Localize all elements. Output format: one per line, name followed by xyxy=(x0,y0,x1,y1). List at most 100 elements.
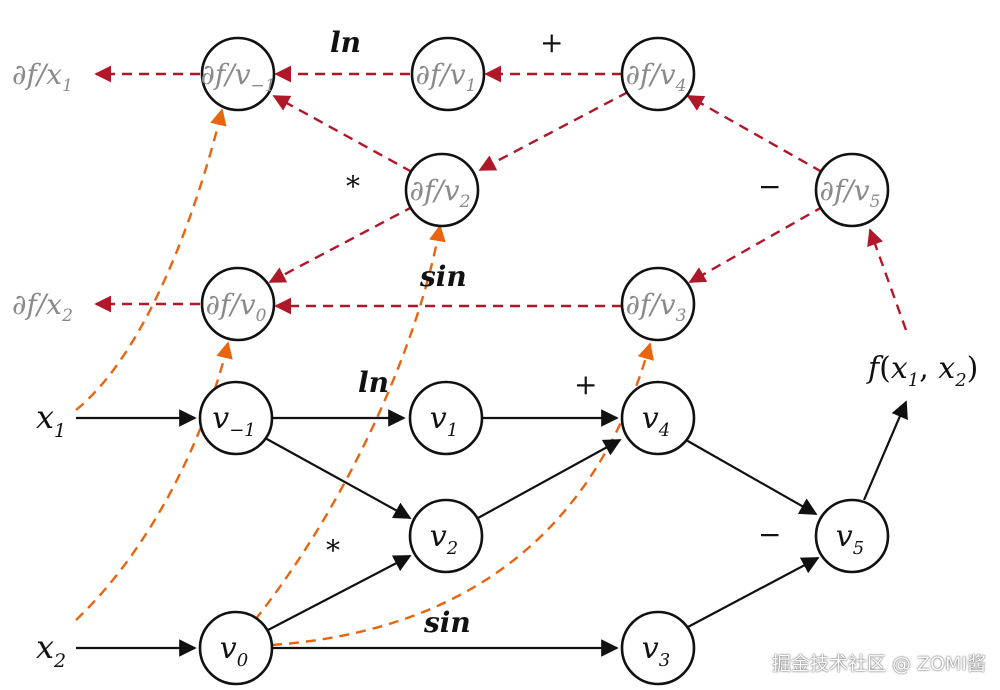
grad-label-v2: ∂f/v xyxy=(410,174,460,207)
grad-sub-v2: 2 xyxy=(459,192,471,212)
svg-text:∂f/v−1: ∂f/v−1 xyxy=(200,58,275,96)
grad-node-v3: ∂f/v3 xyxy=(620,266,696,342)
input-x1-sub: 1 xyxy=(54,420,66,442)
output-grad-x1-text: ∂f/x xyxy=(12,58,62,91)
svg-text:∂f/v1: ∂f/v1 xyxy=(416,58,477,96)
grad-label-v3: ∂f/v xyxy=(626,288,676,321)
node-vm1: v−1 xyxy=(198,380,274,456)
operation-labels: ln + * − sin ln + * − sin xyxy=(326,26,781,639)
output-grad-x2-sub: 2 xyxy=(61,306,73,326)
forward-nodes: v−1 v0 v1 v2 v3 v4 v5 xyxy=(198,380,890,686)
grad-flow-x1-to-gm1 xyxy=(75,108,227,411)
output-grad-x2-text: ∂f/x xyxy=(12,288,62,321)
bwd-edge-g2-g0 xyxy=(268,204,415,284)
svg-text:∂f/v4: ∂f/v4 xyxy=(626,58,687,96)
node-sub-v0: 0 xyxy=(237,650,248,671)
node-sub-vm1: −1 xyxy=(229,420,256,441)
input-x2-sub: 2 xyxy=(53,650,66,672)
input-x2: x2 xyxy=(36,628,66,672)
bwd-edge-g4-g2 xyxy=(478,90,629,172)
fwd-edge-v3-v5 xyxy=(685,557,820,629)
grad-node-v4: ∂f/v4 xyxy=(620,36,696,112)
svg-text:v4: v4 xyxy=(642,401,670,441)
fwd-edge-v5-f xyxy=(862,400,908,501)
grad-label-v5: ∂f/v xyxy=(820,174,870,207)
io-labels: x1 x2 ∂f/x1 ∂f/x2 f(x1, x2) xyxy=(12,58,978,672)
bwd-edge-g2-gm1 xyxy=(272,94,413,174)
node-label-v2: v xyxy=(430,519,447,554)
fwd-edge-v0-v2 xyxy=(267,555,412,631)
op-label-fwd-plus: + xyxy=(574,368,597,401)
svg-text:v1: v1 xyxy=(430,401,458,441)
grad-node-v0: ∂f/v0 xyxy=(200,266,276,342)
node-v2: v2 xyxy=(408,498,484,574)
grad-sub-v4: 4 xyxy=(675,76,687,96)
input-x1-base: x xyxy=(36,398,54,436)
op-label-fwd-minus: − xyxy=(758,518,781,551)
svg-text:∂f/v3: ∂f/v3 xyxy=(626,288,687,326)
op-label-bwd-minus: − xyxy=(758,170,781,203)
bwd-edge-g5-g3 xyxy=(688,204,825,284)
function-label: f(x1, x2) xyxy=(866,351,978,391)
node-sub-v1: 1 xyxy=(447,420,458,441)
node-label-v5: v xyxy=(836,519,853,554)
svg-text:∂f/v2: ∂f/v2 xyxy=(410,174,471,212)
grad-sub-v3: 3 xyxy=(676,306,687,326)
backward-edges xyxy=(94,65,908,331)
node-label-v1: v xyxy=(430,401,447,436)
grad-label-v1: ∂f/v xyxy=(416,58,466,91)
op-label-fwd-mul: * xyxy=(326,534,340,567)
node-v1: v1 xyxy=(408,380,484,456)
grad-node-vm1: ∂f/v−1 xyxy=(200,36,276,112)
svg-text:v3: v3 xyxy=(642,631,670,671)
function-comma: , xyxy=(919,351,938,386)
svg-text:∂f/v5: ∂f/v5 xyxy=(820,174,881,212)
grad-label-v4: ∂f/v xyxy=(626,58,676,91)
svg-text:∂f/v0: ∂f/v0 xyxy=(206,288,267,326)
node-sub-v2: 2 xyxy=(446,538,458,559)
node-sub-v3: 3 xyxy=(659,650,670,671)
op-label-bwd-plus: + xyxy=(540,26,563,59)
function-sub1: 1 xyxy=(908,370,919,391)
function-close: ) xyxy=(967,351,979,386)
op-label-fwd-ln: ln xyxy=(358,366,389,399)
output-grad-x1-sub: 1 xyxy=(62,76,73,96)
node-v3: v3 xyxy=(620,610,696,686)
function-x2: x xyxy=(938,351,955,386)
bwd-edge-f-g5 xyxy=(867,228,908,331)
node-label-v0: v xyxy=(220,631,237,666)
grad-label-v0: ∂f/v xyxy=(206,288,256,321)
fwd-edge-v4-v5 xyxy=(685,439,818,515)
op-label-bwd-ln: ln xyxy=(330,26,361,59)
fwd-edge-v2-v4 xyxy=(477,439,622,519)
node-sub-v4: 4 xyxy=(658,420,670,441)
function-open: ( xyxy=(879,351,891,386)
input-x2-base: x xyxy=(36,628,54,666)
input-x1: x1 xyxy=(36,398,66,442)
node-v5: v5 xyxy=(814,498,890,574)
output-grad-x2: ∂f/x2 xyxy=(12,288,73,326)
grad-node-v2: ∂f/v2 xyxy=(404,152,480,228)
function-x1: x xyxy=(891,351,908,386)
grad-sub-vm1: −1 xyxy=(251,76,276,96)
svg-text:v5: v5 xyxy=(836,519,864,559)
backward-nodes: ∂f/v−1 ∂f/v1 ∂f/v4 ∂f/v2 ∂f/v5 ∂f/v0 ∂f/… xyxy=(200,36,890,342)
svg-text:v2: v2 xyxy=(430,519,458,559)
node-label-v3: v xyxy=(642,631,659,666)
grad-label-vm1: ∂f/v xyxy=(200,58,250,91)
bwd-edge-g5-g4 xyxy=(686,94,823,174)
node-label-vm1: v xyxy=(212,401,229,436)
grad-flow-x2-to-g0 xyxy=(75,341,233,621)
function-sub2: 2 xyxy=(954,370,966,391)
svg-text:v−1: v−1 xyxy=(212,401,256,441)
op-label-bwd-mul: * xyxy=(346,170,360,203)
grad-sub-v5: 5 xyxy=(870,192,881,212)
node-v0: v0 xyxy=(198,610,274,686)
op-label-bwd-sin: sin xyxy=(419,260,467,293)
svg-text:v0: v0 xyxy=(220,631,248,671)
fwd-edge-vm1-v2 xyxy=(264,437,412,519)
node-sub-v5: 5 xyxy=(853,538,864,559)
op-label-fwd-sin: sin xyxy=(423,606,471,639)
forward-edges xyxy=(76,400,908,657)
